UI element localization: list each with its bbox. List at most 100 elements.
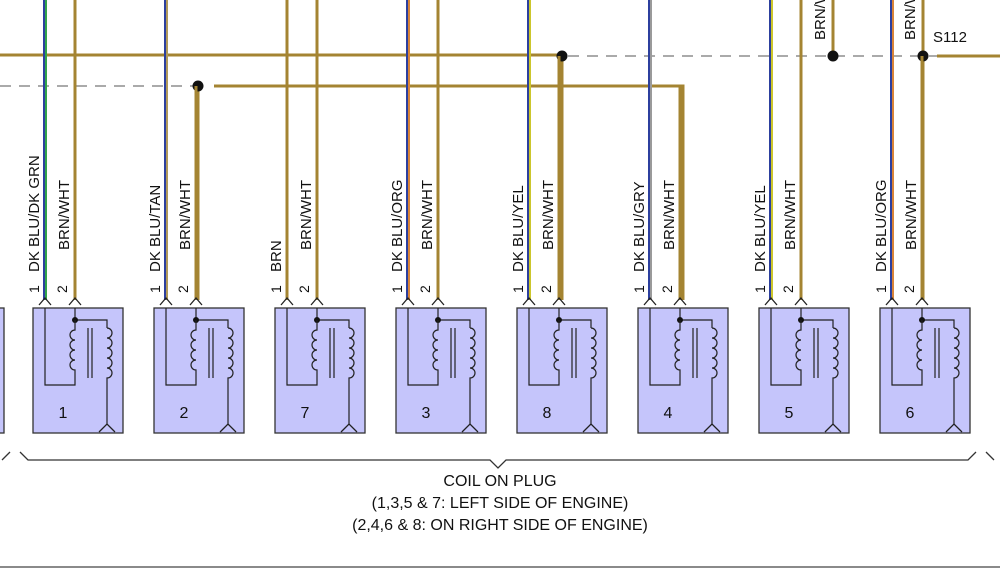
primary-return-coil-1	[44, 308, 71, 386]
caption-title: COIL ON PLUG	[443, 473, 556, 490]
secondary-winding-coil-1	[106, 327, 113, 425]
pin-2-label-coil-3: 2	[417, 285, 433, 293]
primary-return-coil-8	[528, 308, 555, 386]
primary-return-coil-5	[770, 308, 797, 386]
wire-2-label-coil-8: BRN/WHT	[540, 180, 557, 250]
coil-number-4: 4	[664, 405, 673, 422]
primary-return-coil-3	[407, 308, 434, 386]
pin-1-label-coil-3: 1	[389, 285, 405, 293]
pin-1-label-coil-1: 1	[26, 285, 42, 293]
primary-winding-coil-5	[795, 320, 802, 386]
coil-number-7: 7	[301, 405, 310, 422]
bus-line-lower-branch	[214, 84, 685, 300]
coil-body-7	[274, 307, 366, 434]
plug-ground-coil-3	[461, 423, 479, 433]
plug-ground-coil-7	[340, 423, 358, 433]
splice-dot-4	[192, 80, 204, 92]
wire-2-label-coil-1: BRN/WHT	[56, 180, 73, 250]
secondary-winding-coil-4	[711, 327, 718, 425]
primary-winding-coil-3	[432, 320, 439, 386]
coil-group-brace	[1, 451, 995, 469]
pin-1-label-coil-7: 1	[268, 285, 284, 293]
pin-2-connector-coil-8	[552, 297, 566, 306]
coil-unit-7: BRN BRN/WHT 1 2 7	[268, 0, 366, 434]
pin-2-connector-coil-4	[673, 297, 687, 306]
secondary-winding-coil-3	[469, 327, 476, 425]
pin-2-connector-coil-5	[794, 297, 808, 306]
pin-2-connector-coil-2	[189, 297, 203, 306]
pin-1-label-coil-8: 1	[510, 285, 526, 293]
primary-feed-coil-5	[800, 308, 834, 328]
plug-ground-coil-6	[945, 423, 963, 433]
brace-line	[1, 451, 995, 469]
wire-1-label-coil-3: DK BLU/ORG	[389, 179, 406, 272]
primary-return-coil-4	[649, 308, 676, 386]
coil-unit-2: DK BLU/TAN BRN/WHT 1 2 2	[147, 0, 245, 434]
wire-2-label-coil-2: BRN/WHT	[177, 180, 194, 250]
secondary-winding-coil-8	[590, 327, 597, 425]
pin-2-connector-coil-1	[68, 297, 82, 306]
pin-2-label-coil-2: 2	[175, 285, 191, 293]
pin-1-label-coil-6: 1	[873, 285, 889, 293]
primary-winding-coil-6	[916, 320, 923, 386]
primary-winding-coil-8	[553, 320, 560, 386]
primary-return-coil-7	[286, 308, 313, 386]
pin-1-connector-coil-7	[280, 297, 294, 306]
pin-1-label-coil-2: 1	[147, 285, 163, 293]
pin-1-connector-coil-3	[401, 297, 415, 306]
wire-2-label-coil-7: BRN/WHT	[298, 180, 315, 250]
coil-body-4	[637, 307, 729, 434]
primary-feed-coil-6	[921, 308, 955, 328]
coil-number-2: 2	[180, 405, 189, 422]
wire-2-label-coil-4: BRN/WHT	[661, 180, 678, 250]
upper-wire-label-1: BRN/WHT	[812, 0, 829, 40]
upper-wire-label-2: BRN/WHT	[902, 0, 919, 40]
wire-1-label-coil-8: DK BLU/YEL	[510, 185, 527, 272]
wire-2-label-coil-5: BRN/WHT	[782, 180, 799, 250]
coil-number-6: 6	[906, 405, 915, 422]
primary-winding-coil-7	[311, 320, 318, 386]
coil-partial-left-edge	[0, 307, 5, 434]
plug-ground-coil-1	[98, 423, 116, 433]
primary-feed-coil-1	[74, 308, 108, 328]
plug-ground-coil-4	[703, 423, 721, 433]
pin-1-connector-coil-8	[522, 297, 536, 306]
wire-1-label-coil-2: DK BLU/TAN	[147, 185, 164, 272]
pin-2-connector-coil-3	[431, 297, 445, 306]
pin-2-label-coil-4: 2	[659, 285, 675, 293]
coil-number-3: 3	[422, 405, 431, 422]
splice-label: S112	[933, 29, 967, 46]
pin-1-connector-coil-4	[643, 297, 657, 306]
pin-2-label-coil-8: 2	[538, 285, 554, 293]
pin-2-connector-coil-7	[310, 297, 324, 306]
primary-return-coil-2	[165, 308, 192, 386]
coil-unit-8: DK BLU/YEL BRN/WHT 1 2 8	[510, 0, 608, 434]
pin-2-label-coil-7: 2	[296, 285, 312, 293]
primary-winding-coil-2	[190, 320, 197, 386]
plug-ground-coil-5	[824, 423, 842, 433]
pin-2-label-coil-1: 2	[54, 285, 70, 293]
caption-left-side: (1,3,5 & 7: LEFT SIDE OF ENGINE)	[372, 495, 629, 512]
secondary-winding-coil-7	[348, 327, 355, 425]
primary-return-coil-6	[891, 308, 918, 386]
wire-2-label-coil-6: BRN/WHT	[903, 180, 920, 250]
wire-1-label-coil-7: BRN	[268, 240, 285, 272]
coil-body-6	[879, 307, 971, 434]
primary-winding-coil-1	[69, 320, 76, 386]
coil-number-8: 8	[543, 405, 552, 422]
secondary-winding-coil-6	[953, 327, 960, 425]
coil-number-5: 5	[785, 405, 794, 422]
caption-right-side: (2,4,6 & 8: ON RIGHT SIDE OF ENGINE)	[352, 517, 648, 534]
pin-1-connector-coil-2	[159, 297, 173, 306]
primary-feed-coil-4	[679, 308, 713, 328]
plug-ground-coil-8	[582, 423, 600, 433]
wire-1-label-coil-6: DK BLU/ORG	[873, 179, 890, 272]
primary-feed-coil-8	[558, 308, 592, 328]
